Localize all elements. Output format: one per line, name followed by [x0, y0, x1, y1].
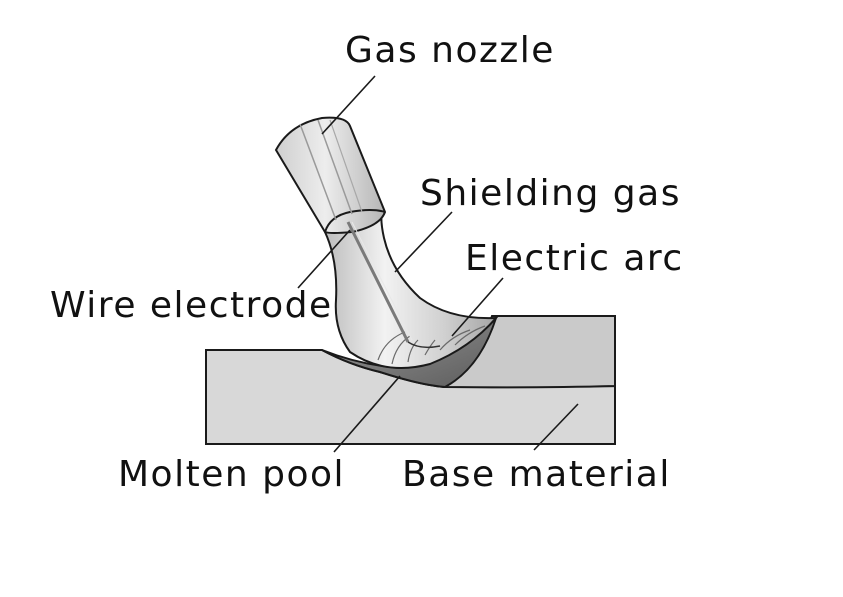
- leader-gas-nozzle: [321, 75, 376, 135]
- label-wire-electrode: Wire electrode: [50, 285, 333, 326]
- leader-electric-arc: [451, 277, 504, 337]
- electric-arc: [407, 341, 441, 349]
- leader-wire-electrode: [297, 229, 351, 289]
- label-molten-pool: Molten pool: [118, 454, 346, 495]
- leader-shielding-gas: [394, 211, 453, 273]
- label-base-material: Base material: [402, 454, 671, 495]
- label-electric-arc: Electric arc: [465, 238, 684, 279]
- gas-nozzle-body: [274, 116, 387, 234]
- leader-molten-pool: [333, 375, 401, 453]
- gas-nozzle: [274, 116, 387, 234]
- leader-base-material: [533, 403, 579, 451]
- gas-nozzle-rim: [324, 209, 386, 233]
- base-material: [205, 315, 616, 445]
- label-shielding-gas: Shielding gas: [420, 173, 681, 214]
- wire-electrode: [346, 221, 413, 343]
- gas-flow-lines: [377, 325, 486, 365]
- leader-lines: [297, 75, 579, 453]
- label-gas-nozzle: Gas nozzle: [345, 30, 555, 71]
- shielding-gas-cloud: [323, 208, 499, 369]
